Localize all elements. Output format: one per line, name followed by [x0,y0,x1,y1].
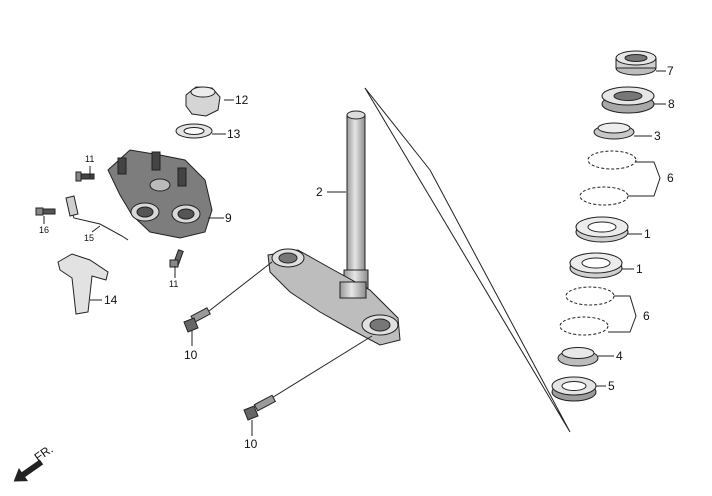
callout-10-lower: 10 [244,437,258,451]
callout-14: 14 [104,293,118,307]
lock-nut [615,50,657,76]
callout-8: 8 [668,97,675,111]
upper-ball-race [575,216,629,243]
callout-4: 4 [616,349,623,363]
lower-bracket [267,248,401,346]
lower-ball-bearings [559,286,615,336]
wire-bracket [65,195,129,241]
callout-16: 16 [39,225,49,235]
callout-13: 13 [227,127,241,141]
front-direction-arrow [13,459,44,482]
mount-bracket [57,253,109,315]
callout-5: 5 [608,379,615,393]
steering-stem [343,110,369,289]
upper-ball-bearings [579,150,637,206]
bolt-10-upper [183,307,211,333]
callout-1-upper: 1 [644,227,651,241]
dust-seal [551,376,597,402]
lower-cone-race [557,347,599,367]
callout-1-lower: 1 [636,262,643,276]
bolt-11-upper [75,171,95,182]
callout-7: 7 [667,64,674,78]
lower-ball-race [569,252,623,279]
bolt-11-lower [169,249,184,268]
upper-cone-race [593,122,635,140]
callout-10-upper: 10 [184,348,198,362]
callout-2: 2 [316,185,323,199]
top-bracket [107,149,213,239]
callout-11-lower: 11 [169,279,178,289]
callout-12: 12 [235,93,249,107]
bolt-16 [35,207,56,216]
callout-9: 9 [225,211,232,225]
front-direction-label: FR. [32,442,56,465]
callout-15: 15 [84,233,94,243]
adjusting-nut [601,86,655,114]
callout-11-upper: 11 [85,154,94,164]
callout-6-lower: 6 [643,309,650,323]
callout-6-upper: 6 [667,171,674,185]
bolt-10-lower [243,394,277,421]
assembly-leader-triangle [364,87,571,433]
stem-washer [175,123,213,139]
callout-3: 3 [654,129,661,143]
stem-nut [185,86,221,117]
